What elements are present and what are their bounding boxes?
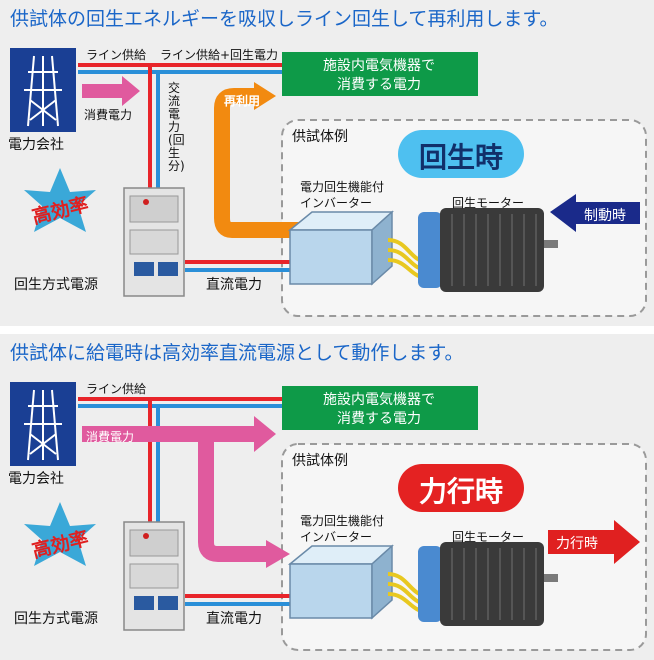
power-company-label: 電力会社	[8, 137, 64, 153]
mode-oval	[398, 130, 524, 178]
pylon-icon	[24, 55, 62, 127]
facility-line2: 消費する電力	[337, 411, 421, 427]
powering-panel: 供試体に給電時は高効率直流電源として動作します。 ライン供給 消費電力 電力会社…	[0, 334, 654, 660]
pylon-icon	[24, 389, 62, 461]
motor-fins	[451, 548, 537, 620]
motor-fins	[451, 214, 537, 286]
panel-title: 供試体の回生エネルギーを吸収しライン回生して再利用します。	[10, 8, 559, 30]
power-source-label: 回生方式電源	[14, 277, 98, 293]
motor-label: 回生モーター	[452, 196, 525, 210]
facility-line2: 消費する電力	[337, 77, 421, 93]
facility-box	[282, 386, 478, 430]
motor-body	[440, 542, 544, 626]
motor-label: 回生モーター	[452, 530, 525, 544]
facility-line1: 施設内電気機器で	[323, 392, 435, 408]
inverter-body	[289, 563, 373, 619]
line-supply-label: ライン供給	[86, 382, 147, 396]
motor-action-label: 制動時	[584, 208, 626, 224]
inverter-line1: 電力回生機能付	[300, 180, 385, 194]
consumption-arrow	[82, 416, 276, 452]
dut-example-label: 供試体例	[292, 453, 348, 469]
line-supply-label: ライン供給	[86, 48, 147, 62]
supply-branch-path	[198, 442, 268, 562]
ac-power-label: 交流電力(回生分)	[168, 81, 185, 173]
mode-label: 力行時	[418, 475, 503, 508]
inverter-line2: インバーター	[300, 530, 373, 544]
motor-flange	[418, 212, 442, 288]
consumption-arrow	[82, 76, 140, 106]
reuse-arrowhead	[254, 82, 276, 110]
high-efficiency-star	[24, 502, 96, 566]
motor-shaft	[544, 574, 558, 582]
inverter-body	[289, 229, 373, 285]
dc-power-label: 直流電力	[206, 611, 262, 627]
consumption-label: 消費電力	[86, 430, 135, 444]
supply-arrowhead	[266, 540, 290, 568]
reuse-path	[214, 88, 300, 238]
inverter-line2: インバーター	[300, 196, 373, 210]
mode-label: 回生時	[418, 141, 503, 174]
line-plus-regen-label: ライン供給+回生電力	[160, 48, 279, 62]
power-company-label: 電力会社	[8, 471, 64, 487]
drive-arrow	[548, 520, 640, 564]
reuse-label: 再利用	[224, 94, 261, 108]
powering-diagram	[10, 382, 647, 651]
mode-oval	[398, 464, 524, 512]
facility-line1: 施設内電気機器で	[323, 58, 435, 74]
motor-action-label: 力行時	[556, 536, 598, 552]
motor-body	[440, 208, 544, 292]
brake-arrow	[550, 194, 640, 232]
dut-example-label: 供試体例	[292, 129, 348, 145]
power-source-label: 回生方式電源	[14, 611, 98, 627]
dc-power-label: 直流電力	[206, 277, 262, 293]
motor-shaft	[544, 240, 558, 248]
regeneration-panel: 供試体の回生エネルギーを吸収しライン回生して再利用します。 ライン供給 ライン供…	[0, 0, 654, 326]
motor-flange	[418, 546, 442, 622]
facility-box	[282, 52, 478, 96]
panel-title: 供試体に給電時は高効率直流電源として動作します。	[10, 342, 464, 364]
regeneration-diagram	[10, 48, 647, 317]
high-efficiency-star	[24, 168, 96, 232]
consumption-label: 消費電力	[84, 108, 133, 122]
inverter-line1: 電力回生機能付	[300, 514, 385, 528]
